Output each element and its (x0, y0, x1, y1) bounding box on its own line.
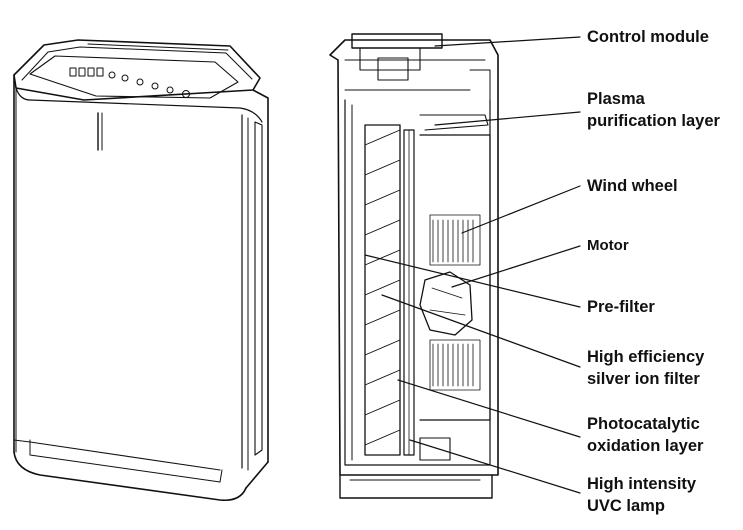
label-silver-ion-filter: High efficiency silver ion filter (587, 348, 705, 388)
label-photocatalytic-layer: Photocatalytic oxidation layer (587, 415, 704, 455)
purifier-exterior (13, 39, 269, 502)
label-wind-wheel: Wind wheel (587, 177, 678, 195)
label-uvc-lamp: High intensity UVC lamp (587, 475, 697, 515)
silver-ion-filter-hatch (364, 129, 401, 446)
control-display (69, 67, 190, 98)
label-pre-filter: Pre-filter (587, 298, 655, 316)
label-motor: Motor (587, 237, 629, 254)
label-plasma-layer: Plasma purification layer (587, 90, 720, 130)
wind-wheel-blades (429, 214, 481, 391)
purifier-cross-section (329, 33, 499, 499)
leader-lines (364, 36, 581, 494)
label-control-module: Control module (587, 28, 709, 46)
